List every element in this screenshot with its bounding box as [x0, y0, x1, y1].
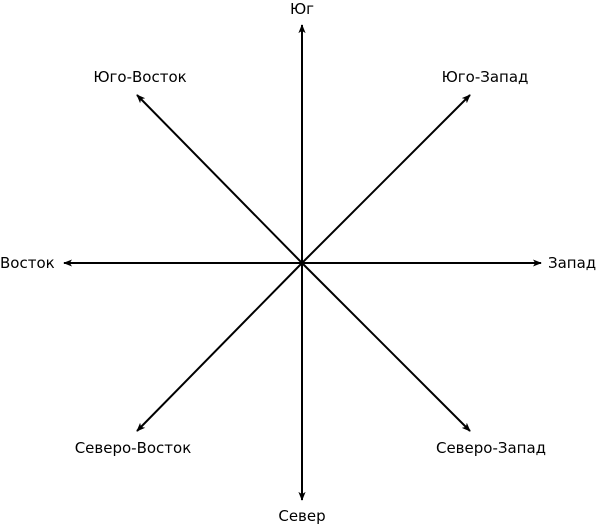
label-top-right: Юго-Запад [441, 68, 529, 86]
label-bottom-left: Северо-Восток [74, 439, 192, 457]
label-bottom: Север [278, 507, 326, 525]
arrow-top-right [301, 94, 471, 264]
arrow-bottom-right [301, 262, 471, 432]
label-top: Юг [289, 0, 315, 18]
label-bottom-right: Северо-Запад [435, 439, 547, 457]
label-left: Восток [0, 254, 55, 272]
label-right: Запад [548, 254, 597, 272]
label-top-left: Юго-Восток [93, 68, 187, 86]
arrow-top-left [136, 94, 303, 264]
arrow-bottom-left [136, 262, 303, 432]
